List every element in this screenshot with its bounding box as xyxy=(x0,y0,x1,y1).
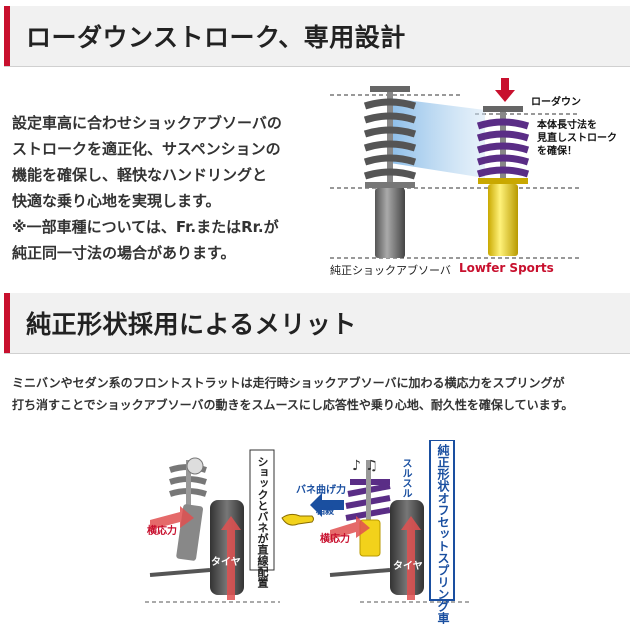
svg-text:♪ ♫: ♪ ♫ xyxy=(352,458,378,474)
stroke-note-line: を確保！ xyxy=(537,146,577,157)
lateral-force-arrow-icon xyxy=(330,516,370,540)
lowdown-label: ローダウン xyxy=(531,97,581,108)
stroke-note-line: 本体長寸法を xyxy=(537,120,597,131)
merit-line: ミニバンやセダン系のフロントストラットは走行時ショックアブソーバに加わる横応力を… xyxy=(12,376,565,390)
lowfer-caption: Lowfer Sports xyxy=(459,261,554,275)
stock-shock-caption: 純正ショックアブソーバ xyxy=(330,264,451,277)
spring-force-label: バネ曲げ力 xyxy=(296,485,346,496)
cancel-label: 相殺 xyxy=(316,507,335,517)
section-title: ローダウンストローク、専用設計 xyxy=(26,23,406,52)
description-line: ストロークを適正化、サスペンションの xyxy=(12,140,281,158)
lowfer-shock-icon xyxy=(476,106,530,256)
pointing-hand-icon xyxy=(281,513,314,526)
stroke-note: 本体長寸法を 見直しストローク を確保！ xyxy=(537,119,617,158)
tire-label: タイヤ xyxy=(393,561,423,572)
up-force-arrow-icon xyxy=(221,516,241,600)
merit-line: 打ち消すことでショックアブソーバの動きをスムースにし応答性や乗り心地、耐久性を確… xyxy=(12,398,574,412)
stock-shock-icon xyxy=(363,86,417,258)
spring-force-arrow-icon xyxy=(310,493,344,517)
description-line: 快適な乗り心地を実現します。 xyxy=(12,192,221,210)
offset-spring-label: 純正形状オフセットスプリング車 xyxy=(436,444,450,624)
stroke-note-line: 見直しストローク xyxy=(537,133,617,144)
strut-comparison-diagram: ♪ ♫ xyxy=(145,440,470,603)
description-text: 設定車高に合わせショックアブソーバの ストロークを適正化、サスペンションの 機能… xyxy=(12,110,312,266)
accent-bar xyxy=(4,6,10,66)
up-force-arrow-icon xyxy=(401,516,421,600)
description-line: 機能を確保し、軽快なハンドリングと xyxy=(12,166,268,184)
accent-bar xyxy=(4,293,10,353)
section-title: 純正形状採用によるメリット xyxy=(26,310,357,339)
smooth-label: スルスル xyxy=(400,458,411,498)
section-header-lowdown: ローダウンストローク、専用設計 xyxy=(4,6,630,67)
description-line: 純正同一寸法の場合があります。 xyxy=(12,244,236,262)
merit-text: ミニバンやセダン系のフロントストラットは走行時ショックアブソーバに加わる横応力を… xyxy=(12,372,573,416)
lowdown-arrow-icon xyxy=(495,78,515,102)
lateral-force-label: 横応力 xyxy=(320,534,350,545)
lowdown-comparison-diagram xyxy=(330,78,580,259)
vertical-note-label: ショックとバネが直線配置 xyxy=(256,456,269,588)
description-line: 設定車高に合わせショックアブソーバの xyxy=(12,114,282,132)
tire-label: タイヤ xyxy=(211,557,241,568)
description-line: ※一部車種については、Fr.またはRr.が xyxy=(12,218,279,236)
lateral-force-label: 横応力 xyxy=(147,526,177,537)
section-header-merit: 純正形状採用によるメリット xyxy=(4,293,630,354)
lateral-force-arrow-icon xyxy=(150,506,194,530)
